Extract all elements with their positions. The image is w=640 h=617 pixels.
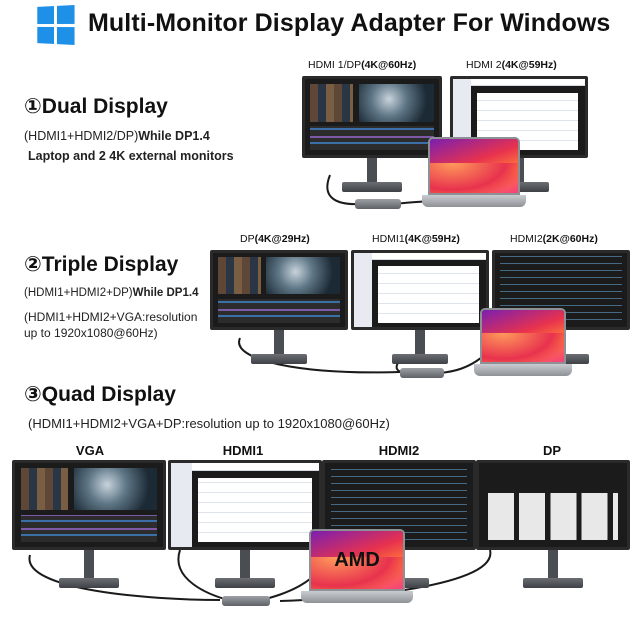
monitor-label-dp: DP	[542, 443, 562, 458]
monitor-label-hdmi2: HDMI2(2K@60Hz)	[510, 233, 598, 245]
usb-hub-dual	[355, 199, 401, 209]
monitor-label-hdmi1: HDMI1(4K@59Hz)	[372, 233, 460, 245]
monitor-quad-dp	[476, 460, 630, 590]
triple-display-vga-note: (HDMI1+HDMI2+VGA:resolution up to 1920x1…	[24, 310, 198, 340]
usb-hub-quad	[222, 596, 270, 606]
triple-display-title: ②Triple Display	[24, 253, 179, 276]
dual-display-desc: Laptop and 2 4K external monitors	[28, 149, 234, 163]
monitor-label-hdmi2: HDMI2	[378, 443, 420, 458]
monitor-label-hdmi1-dp: HDMI 1/DP(4K@60Hz)	[308, 59, 417, 71]
laptop-triple	[474, 308, 572, 380]
quad-display-ports: (HDMI1+HDMI2+VGA+DP:resolution up to 192…	[28, 416, 390, 431]
quad-display-title: ③Quad Display	[24, 383, 176, 406]
usb-hub-triple	[400, 368, 444, 378]
monitor-label-hdmi2: HDMI 2(4K@59Hz)	[466, 59, 557, 71]
laptop-amd-text: AMD	[334, 549, 380, 571]
dual-display-title: ①Dual Display	[24, 95, 168, 118]
monitor-label-vga: VGA	[75, 443, 105, 458]
monitor-label-hdmi1: HDMI1	[222, 443, 264, 458]
page-title: Multi-Monitor Display Adapter For Window…	[88, 9, 611, 37]
monitor-triple-hdmi1	[351, 250, 489, 366]
monitor-triple-dp	[210, 250, 348, 366]
monitor-dual-1	[302, 76, 442, 194]
monitor-quad-hdmi1	[168, 460, 322, 590]
monitor-quad-vga	[12, 460, 166, 590]
triple-display-ports: (HDMI1+HDMI2+DP)While DP1.4	[24, 287, 199, 299]
laptop-quad: AMD	[301, 529, 413, 607]
dual-display-ports: (HDMI1+HDMI2/DP)While DP1.4	[24, 129, 210, 143]
monitor-label-dp: DP(4K@29Hz)	[240, 233, 310, 245]
laptop-dual	[422, 137, 526, 211]
